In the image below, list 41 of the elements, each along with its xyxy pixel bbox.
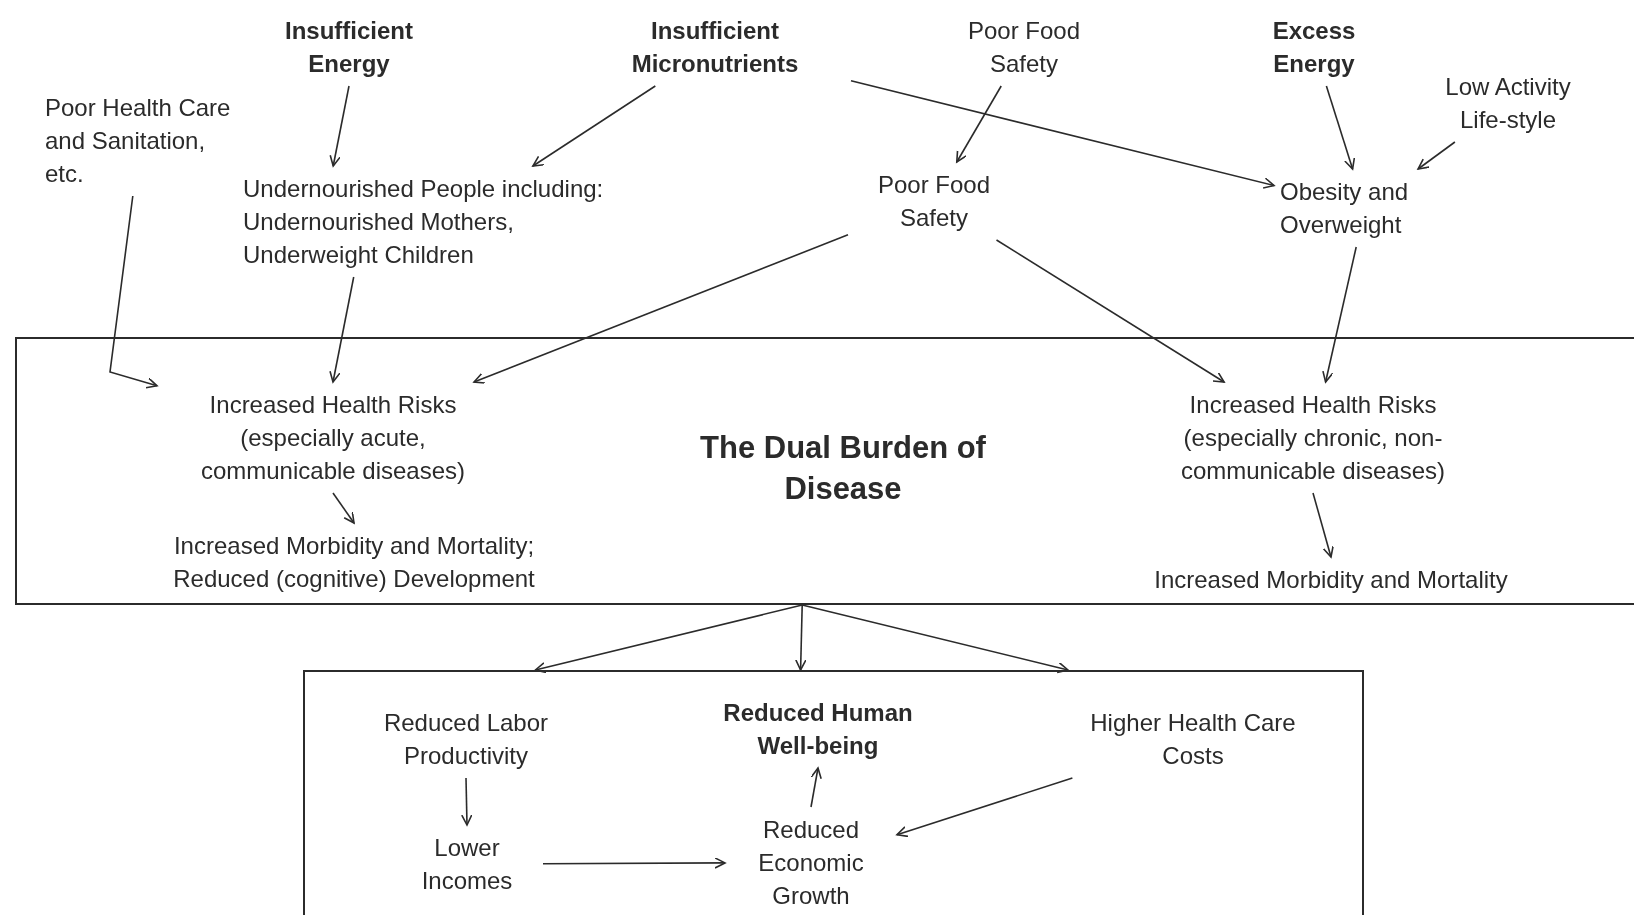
- arrow: [473, 234, 849, 384]
- arrow: [795, 604, 807, 671]
- arrow: [810, 767, 822, 808]
- node-text: Lower Incomes: [397, 831, 537, 897]
- node-text: Increased Health Risks (especially acute, communicable diseases): [163, 388, 503, 487]
- arrow: [332, 492, 355, 524]
- arrow: [329, 276, 355, 383]
- arrow: [109, 195, 158, 389]
- node-text: Reduced Economic Growth: [731, 813, 891, 912]
- arrow: [461, 777, 473, 826]
- node-text: Poor Food Safety: [854, 168, 1014, 234]
- arrow: [1417, 141, 1456, 170]
- node-text: Poor Food Safety: [934, 14, 1114, 80]
- arrow: [1312, 492, 1334, 558]
- arrow: [534, 604, 803, 674]
- arrow: [995, 239, 1225, 383]
- arrow: [1325, 85, 1356, 170]
- node-text: Increased Morbidity and Mortality: [1154, 563, 1508, 596]
- node-text: Insufficient Micronutrients: [585, 14, 845, 80]
- node-text: Obesity and Overweight: [1280, 175, 1450, 241]
- arrow: [532, 85, 657, 167]
- node-text: Reduced Labor Productivity: [356, 706, 576, 772]
- arrow: [801, 604, 1069, 674]
- node-text: Reduced Human Well-being: [708, 696, 928, 762]
- node-text: Increased Morbidity and Mortality; Reduced (cognitive) Development: [134, 529, 574, 595]
- node-text: Low Activity Life-style: [1428, 70, 1588, 136]
- arrow: [1322, 246, 1357, 383]
- arrow: [542, 857, 726, 869]
- node-text: Insufficient Energy: [264, 14, 434, 80]
- node-text: Excess Energy: [1234, 14, 1394, 80]
- node-text: Poor Health Care and Sanitation, etc.: [45, 91, 235, 190]
- node-text: Higher Health Care Costs: [1063, 706, 1323, 772]
- arrow: [850, 79, 1275, 189]
- arrow: [329, 85, 350, 167]
- node-text: Undernourished People including: Undernourished Mothers, Underweight Children: [243, 172, 653, 271]
- frame-title: The Dual Burden of Disease: [699, 429, 987, 508]
- group-box: [303, 670, 1364, 915]
- arrow: [896, 777, 1074, 838]
- arrow: [956, 85, 1002, 163]
- group-frame: [15, 337, 1634, 605]
- node-text: Increased Health Risks (especially chronic, non-communicable diseases): [1148, 388, 1478, 487]
